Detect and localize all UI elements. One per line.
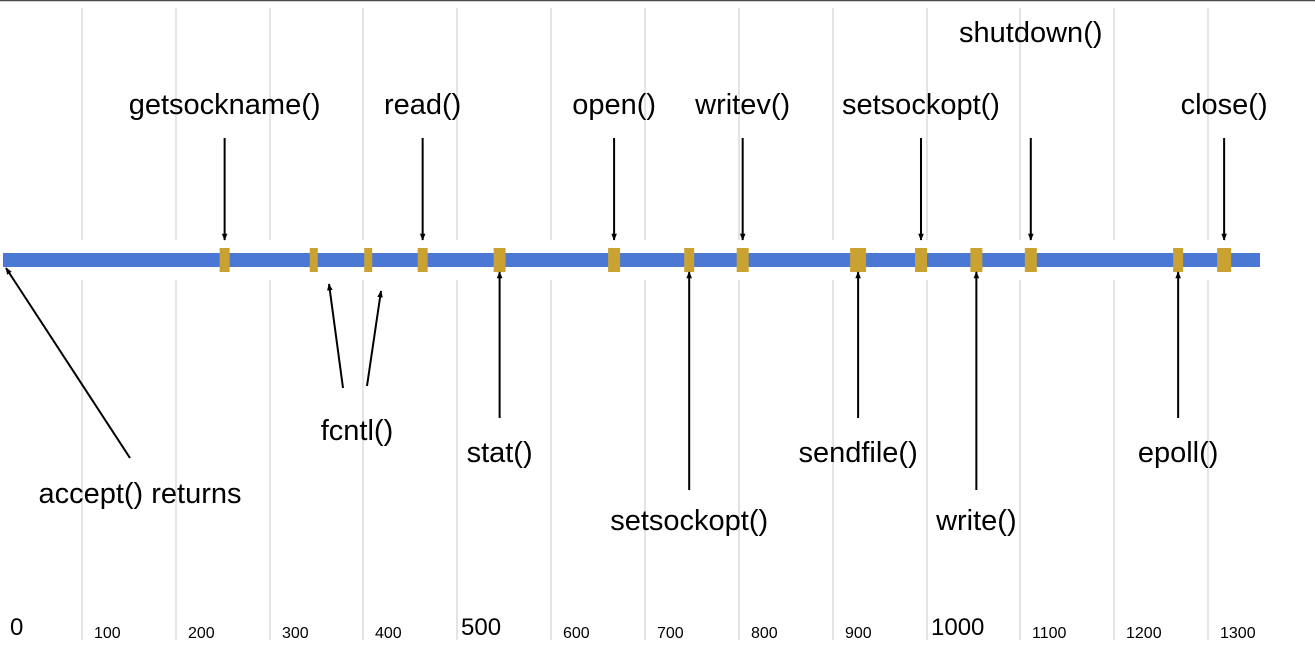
axis-tick-label: 1100 — [1032, 625, 1067, 642]
timeline-bar — [3, 253, 1260, 267]
event-marker — [309, 248, 318, 272]
event-label: close() — [1181, 89, 1268, 121]
event-label: write() — [935, 505, 1017, 537]
event-label: open() — [572, 89, 656, 121]
axis-tick-labels: 0 100 200 300 400 500 600 700 800 900 1000 1100 1200… — [10, 614, 1256, 642]
event-marker — [1024, 248, 1037, 272]
axis-tick-label: 600 — [563, 625, 590, 642]
event-marker — [364, 248, 373, 272]
event-marker — [684, 248, 695, 272]
event-markers — [219, 248, 1232, 272]
event-label: sendfile() — [798, 437, 917, 469]
event-marker — [493, 248, 506, 272]
event-marker — [1173, 248, 1184, 272]
axis-tick-label: 200 — [188, 625, 215, 642]
event-label: shutdown() — [959, 17, 1102, 49]
axis-tick-label: 1000 — [931, 614, 984, 641]
event-marker — [970, 248, 983, 272]
event-marker — [1217, 248, 1232, 272]
event-marker — [850, 248, 867, 272]
axis-tick-label: 1200 — [1126, 625, 1162, 642]
event-marker — [417, 248, 428, 272]
axis-tick-label: 300 — [282, 625, 309, 642]
event-marker — [608, 248, 621, 272]
event-label: setsockopt() — [842, 89, 1000, 121]
event-label: setsockopt() — [610, 505, 768, 537]
grid-lines — [81, 8, 1209, 640]
axis-tick-label: 800 — [751, 625, 778, 642]
axis-tick-label: 100 — [94, 625, 121, 642]
axis-tick-label: 0 — [10, 614, 23, 641]
event-arrow — [327, 283, 344, 389]
event-arrows — [5, 138, 1227, 490]
axis-tick-label: 400 — [375, 625, 402, 642]
axis-tick-label: 500 — [461, 614, 501, 641]
event-label: fcntl() — [321, 415, 394, 447]
event-labels: accept() returns getsockname() fcntl() read… — [38, 17, 1267, 537]
event-marker — [219, 248, 230, 272]
event-label: stat() — [467, 437, 533, 469]
event-label: writev() — [694, 89, 790, 121]
event-label: accept() returns — [38, 478, 241, 510]
event-label: epoll() — [1138, 437, 1219, 469]
event-arrow — [5, 267, 131, 459]
event-label: getsockname() — [129, 89, 321, 121]
axis-tick-label: 900 — [845, 625, 872, 642]
axis-tick-label: 700 — [657, 625, 684, 642]
event-label: read() — [384, 89, 461, 121]
event-marker — [736, 248, 749, 272]
event-arrow — [366, 290, 383, 387]
event-marker — [914, 248, 927, 272]
axis-tick-label: 1300 — [1220, 625, 1256, 642]
